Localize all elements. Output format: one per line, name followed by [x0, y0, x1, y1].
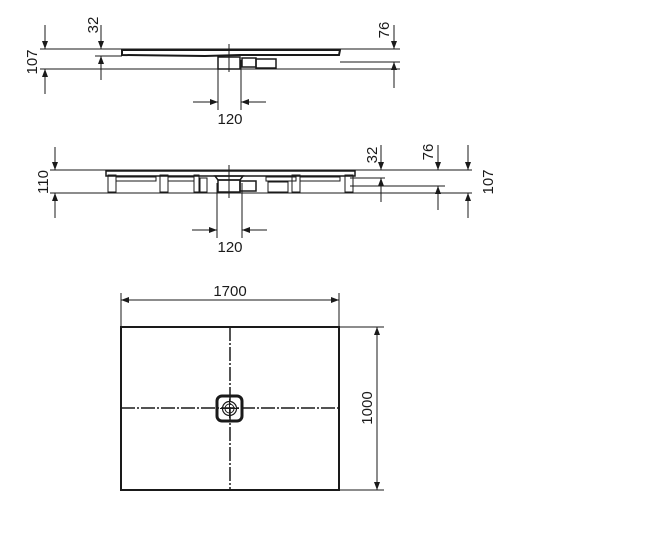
dim-107-side2: 107 [480, 169, 497, 194]
dim-32-side1: 32 [85, 17, 102, 34]
side-view-1: 107 32 76 120 [24, 17, 400, 128]
side-view-2: 110 32 76 107 120 [35, 144, 497, 256]
dim-76-side2: 76 [420, 144, 437, 161]
dim-107-side1: 107 [24, 49, 41, 74]
dim-32-side2: 32 [364, 147, 381, 164]
plan-view: 1700 1000 [120, 283, 384, 491]
drain-icon [215, 394, 244, 423]
dim-110-side2: 110 [35, 170, 52, 194]
dim-1000-width: 1000 [359, 391, 376, 424]
dim-120-side2: 120 [217, 239, 242, 256]
dim-76-side1: 76 [376, 22, 393, 39]
dim-120-side1: 120 [217, 111, 242, 128]
dim-1700-length: 1700 [213, 283, 246, 300]
